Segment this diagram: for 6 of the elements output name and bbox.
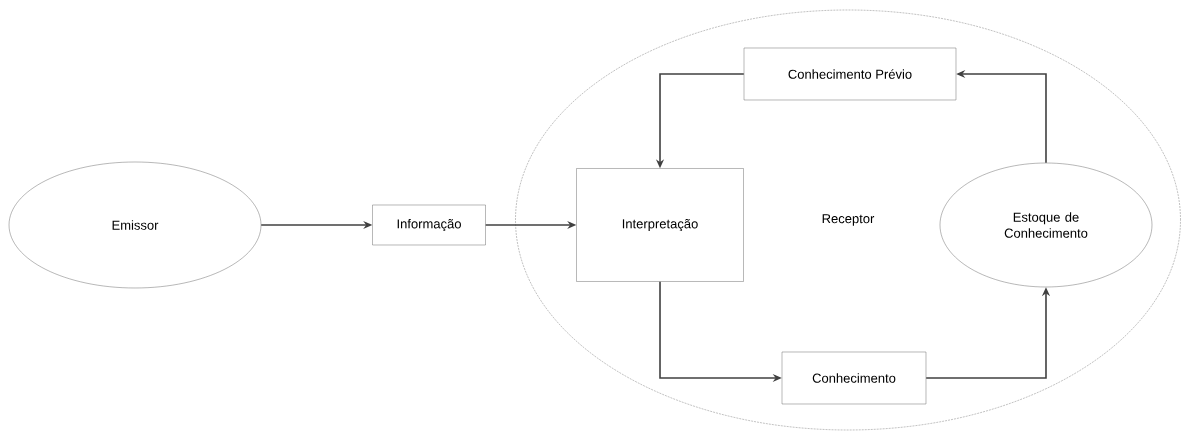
process-box: Conhecimento — [781, 351, 927, 405]
ellipse-node: Estoque de Conhecimento — [939, 162, 1153, 288]
process-box: Conhecimento Prévio — [743, 47, 957, 101]
process-box: Informação — [372, 204, 486, 246]
process-box: Interpretação — [576, 168, 744, 282]
ellipse-node: Emissor — [8, 161, 262, 289]
